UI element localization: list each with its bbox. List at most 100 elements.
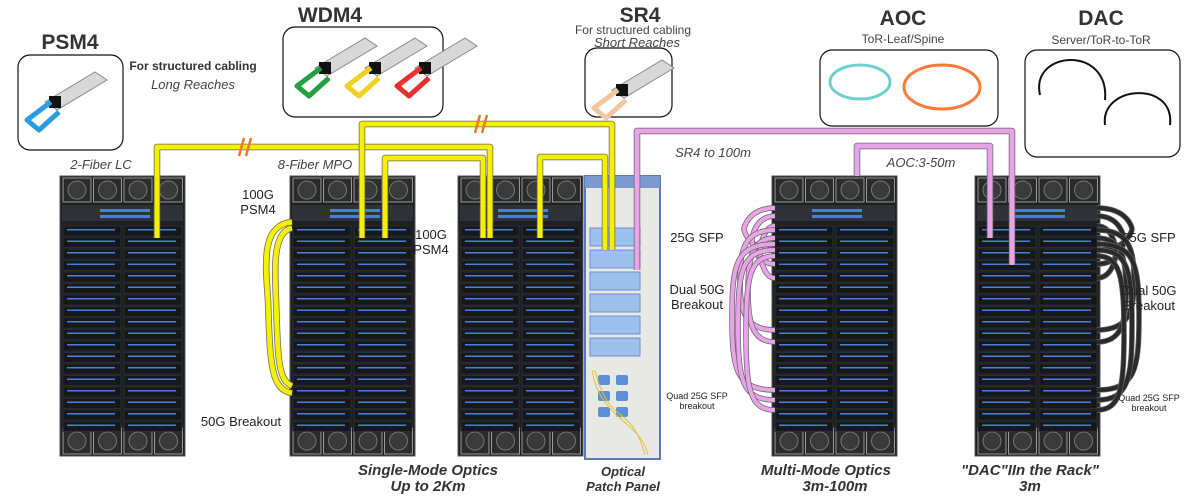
server-led-strip: [465, 390, 513, 392]
fan-icon: [67, 431, 87, 451]
multi-mode-breakout-cable: [744, 254, 776, 412]
switch-port-strip: [100, 215, 150, 218]
server-unit: [774, 409, 834, 421]
aoc-image-frame: [819, 49, 999, 127]
sr4-transceiver-icon: [591, 59, 675, 121]
server-led-strip: [67, 332, 115, 334]
switch-port-strip: [330, 215, 380, 218]
server-unit: [460, 294, 520, 306]
server-unit: [62, 363, 122, 375]
server-led-strip: [465, 298, 513, 300]
server-unit: [292, 248, 352, 260]
server-unit: [1038, 352, 1098, 363]
server-led-strip: [465, 309, 513, 311]
caption-dac-rack: "DAC"IIn the Rack" 3m: [961, 463, 1099, 494]
server-unit: [1038, 409, 1098, 421]
server-unit: [123, 375, 183, 386]
server-unit: [62, 283, 122, 294]
server-led-strip: [128, 344, 176, 346]
server-led-strip: [526, 355, 574, 357]
fiber-spool: [616, 391, 628, 401]
server-led-strip: [128, 240, 176, 242]
single-mode-cable: [537, 154, 608, 250]
server-unit: [521, 352, 581, 363]
server-unit: [835, 225, 895, 237]
wdm4-transceiver-icon: [344, 37, 428, 99]
fan-icon: [67, 180, 87, 200]
aoc-cable-icon: [902, 63, 982, 111]
server-led-strip: [128, 252, 176, 254]
server-rack: [771, 175, 898, 457]
server-unit: [62, 421, 122, 432]
switch-port-strip: [812, 215, 862, 218]
caption-line: Patch Panel: [586, 479, 660, 494]
server-unit: [353, 329, 413, 340]
server-unit: [521, 363, 581, 375]
dac-25g-sfp-label: 25G SFP: [1122, 230, 1176, 245]
server-led-strip: [982, 252, 1030, 254]
server-unit: [460, 386, 520, 398]
server-unit: [835, 398, 895, 409]
server-led-strip: [982, 286, 1030, 288]
server-led-strip: [358, 390, 406, 392]
fan-icon: [159, 180, 178, 200]
server-unit: [977, 363, 1037, 375]
fan-icon: [328, 431, 347, 451]
server-led-strip: [840, 401, 888, 403]
server-unit: [977, 398, 1037, 409]
server-unit: [1038, 317, 1098, 329]
server-unit: [977, 306, 1037, 317]
server-led-strip: [526, 240, 574, 242]
server-led-strip: [67, 252, 115, 254]
server-led-strip: [982, 367, 1030, 369]
server-unit: [123, 398, 183, 409]
server-led-strip: [1043, 275, 1091, 277]
server-unit: [62, 306, 122, 317]
server-led-strip: [982, 321, 1030, 323]
server-unit: [1038, 340, 1098, 352]
server-led-strip: [297, 355, 345, 357]
server-led-strip: [297, 275, 345, 277]
server-led-strip: [840, 286, 888, 288]
server-unit: [62, 375, 122, 386]
server-led-strip: [67, 240, 115, 242]
server-unit: [123, 352, 183, 363]
server-rack: [59, 175, 186, 457]
server-unit: [62, 237, 122, 248]
server-unit: [1038, 237, 1098, 248]
server-led-strip: [297, 321, 345, 323]
server-led-strip: [779, 298, 827, 300]
server-led-strip: [840, 240, 888, 242]
server-led-strip: [128, 378, 176, 380]
fan-icon: [840, 180, 860, 200]
server-unit: [353, 386, 413, 398]
psm4-cable: [154, 144, 493, 238]
server-unit: [292, 340, 352, 352]
server-unit: [62, 294, 122, 306]
transceiver-port: [419, 62, 431, 74]
label-line: Dual 50G: [1121, 283, 1177, 298]
server-led-strip: [526, 390, 574, 392]
dac-dual-50g-label: Dual 50G Breakout: [1122, 284, 1177, 312]
server-unit: [835, 237, 895, 248]
server-unit: [123, 271, 183, 283]
server-led-strip: [840, 309, 888, 311]
server-led-strip: [67, 390, 115, 392]
server-led-strip: [840, 367, 888, 369]
server-unit: [521, 283, 581, 294]
server-led-strip: [1043, 240, 1091, 242]
server-unit: [460, 260, 520, 271]
psm4-image-frame: [17, 54, 124, 151]
sr4-title: SR4: [619, 4, 661, 27]
aoc-cable: [854, 143, 993, 238]
fan-icon: [526, 431, 546, 451]
server-unit: [1038, 421, 1098, 432]
server-led-strip: [297, 298, 345, 300]
breakout-50g-label: 50G Breakout: [200, 414, 282, 429]
server-unit: [521, 398, 581, 409]
fan-icon: [840, 431, 860, 451]
server-unit: [521, 294, 581, 306]
server-led-strip: [358, 309, 406, 311]
server-led-strip: [840, 424, 888, 426]
server-unit: [353, 237, 413, 248]
